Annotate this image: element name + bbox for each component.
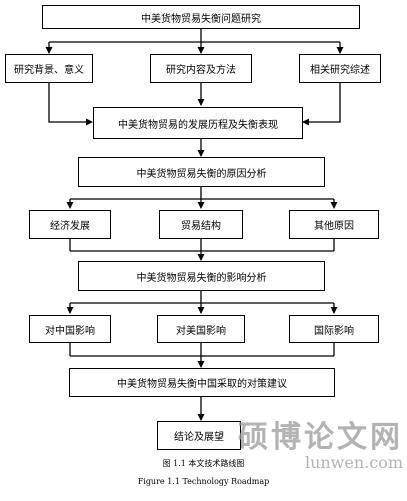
impact-international-box: 国际影响 xyxy=(289,315,379,343)
policy-suggestion-box: 中美货物贸易失衡中国采取的对策建议 xyxy=(69,368,335,397)
figure-caption-en: Figure 1.1 Technology Roadmap xyxy=(137,477,270,486)
cause-other-box: 其他原因 xyxy=(289,210,379,239)
conclusion-box: 结论及展望 xyxy=(157,421,241,450)
title-box: 中美货物贸易失衡问题研究 xyxy=(42,5,360,29)
history-box: 中美货物贸易的发展历程及失衡表现 xyxy=(93,107,303,139)
cause-analysis-box: 中美货物贸易失衡的原因分析 xyxy=(78,157,325,187)
figure-caption-cn: 图 1.1 本文技术路线图 xyxy=(162,459,245,468)
background-significance-box: 研究背景、意义 xyxy=(5,54,93,83)
literature-review-box: 相关研究综述 xyxy=(299,54,381,83)
cause-trade-structure-box: 贸易结构 xyxy=(159,210,243,239)
impact-analysis-box: 中美货物贸易失衡的影响分析 xyxy=(78,261,325,291)
impact-usa-box: 对美国影响 xyxy=(157,315,245,343)
impact-china-box: 对中国影响 xyxy=(29,315,111,343)
content-method-box: 研究内容及方法 xyxy=(150,54,252,83)
cause-economy-box: 经济发展 xyxy=(29,210,111,239)
